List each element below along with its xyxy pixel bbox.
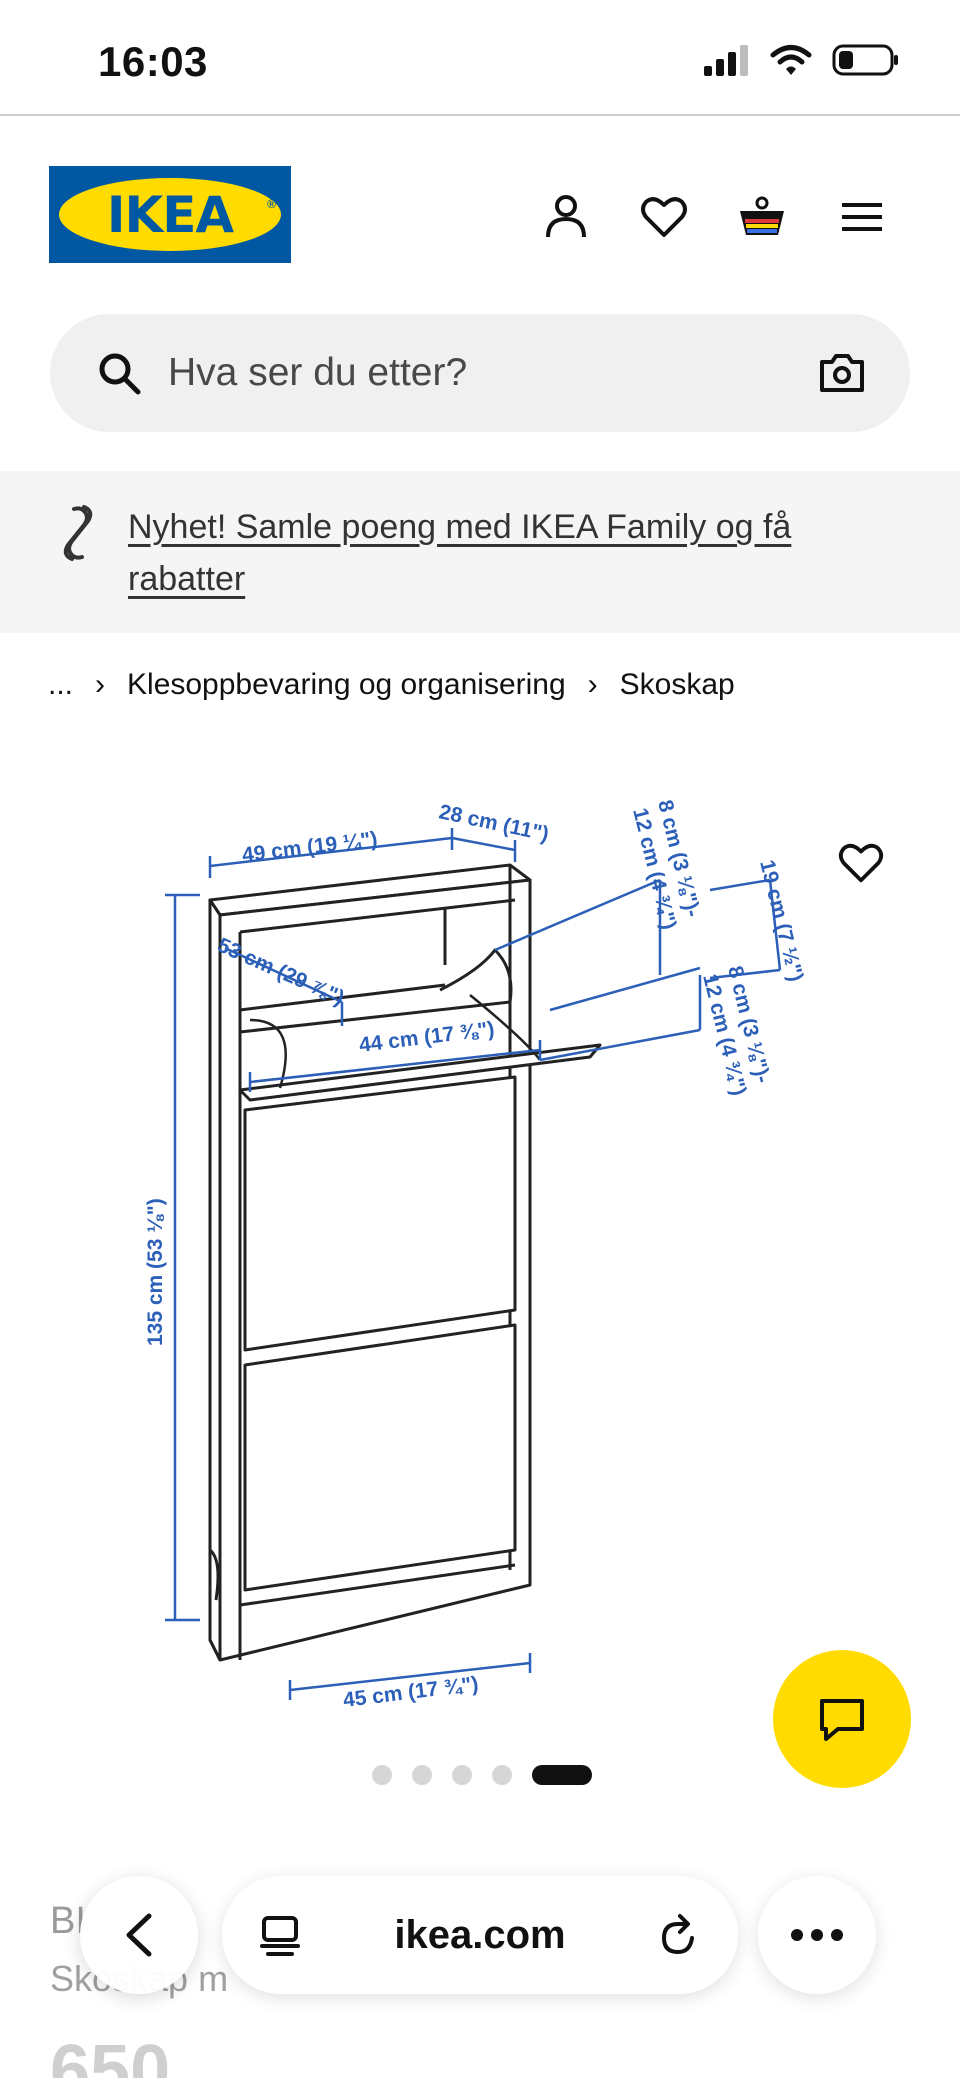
promo-banner: Nyhet! Samle poeng med IKEA Family og få… xyxy=(0,471,960,633)
carousel-dot[interactable] xyxy=(452,1765,472,1785)
chevron-right-icon: › xyxy=(95,668,106,701)
dim-side-b: 19 cm (7 ½") xyxy=(755,858,807,984)
cellular-signal-icon xyxy=(704,45,748,76)
chevron-right-icon: › xyxy=(587,668,598,701)
add-to-favourites-heart-icon[interactable] xyxy=(836,838,886,888)
search-icon xyxy=(99,353,141,395)
battery-icon xyxy=(832,44,898,76)
carousel-dot-active[interactable] xyxy=(532,1765,592,1785)
image-carousel-indicator xyxy=(372,1765,592,1785)
tabs-icon[interactable] xyxy=(258,1914,302,1958)
product-name: BI xyxy=(50,1900,86,1942)
ikea-logo[interactable]: IKEA ® xyxy=(49,166,291,263)
dim-top-width: 49 cm (19 ¼") xyxy=(241,828,379,867)
logo-text: IKEA xyxy=(106,185,234,244)
product-dimension-drawing[interactable]: 49 cm (19 ¼") 28 cm (11") 53 cm (29 ⅞") … xyxy=(130,770,830,1730)
logo-ellipse xyxy=(59,178,281,251)
chat-bubble-icon xyxy=(820,1699,864,1741)
favourites-heart-icon[interactable] xyxy=(638,191,690,243)
shopping-basket-icon[interactable] xyxy=(736,191,788,243)
search-input[interactable] xyxy=(168,314,728,432)
logo-registered-mark: ® xyxy=(267,197,276,211)
back-button[interactable] xyxy=(80,1876,198,1994)
search-bar[interactable] xyxy=(50,314,910,432)
account-icon[interactable] xyxy=(540,191,592,243)
chat-button[interactable] xyxy=(773,1650,911,1788)
more-options-button[interactable] xyxy=(758,1876,876,1994)
link-icon xyxy=(63,505,93,561)
dim-bottom-width: 45 cm (17 ¾") xyxy=(342,1673,480,1712)
breadcrumb-ellipsis[interactable]: ... xyxy=(48,668,74,701)
carousel-dot[interactable] xyxy=(372,1765,392,1785)
menu-icon[interactable] xyxy=(836,191,888,243)
dim-height: 135 cm (53 ⅛") xyxy=(144,1198,167,1346)
status-icons xyxy=(702,44,900,76)
site-header: IKEA ® xyxy=(0,116,960,306)
carousel-dot[interactable] xyxy=(412,1765,432,1785)
address-bar[interactable]: ikea.com xyxy=(222,1876,738,1994)
status-bar: 16:03 xyxy=(0,0,960,116)
browser-toolbar: ikea.com xyxy=(0,1868,960,2008)
reload-icon[interactable] xyxy=(656,1912,702,1958)
breadcrumb-item-klesoppbevaring[interactable]: Klesoppbevaring og organisering xyxy=(127,668,566,701)
camera-search-icon[interactable] xyxy=(818,352,866,394)
url-text: ikea.com xyxy=(394,1912,566,1957)
carousel-dot[interactable] xyxy=(492,1765,512,1785)
breadcrumb-item-skoskap[interactable]: Skoskap xyxy=(619,668,735,701)
breadcrumb: ... › Klesoppbevaring og organisering › … xyxy=(48,665,735,705)
product-price: 650 xyxy=(50,2031,171,2078)
wifi-icon xyxy=(770,45,812,75)
status-time: 16:03 xyxy=(98,38,208,85)
ikea-family-link[interactable]: Nyhet! Samle poeng med IKEA Family og få… xyxy=(128,508,792,598)
more-horizontal-icon xyxy=(791,1929,843,1941)
chevron-left-icon xyxy=(126,1913,152,1957)
